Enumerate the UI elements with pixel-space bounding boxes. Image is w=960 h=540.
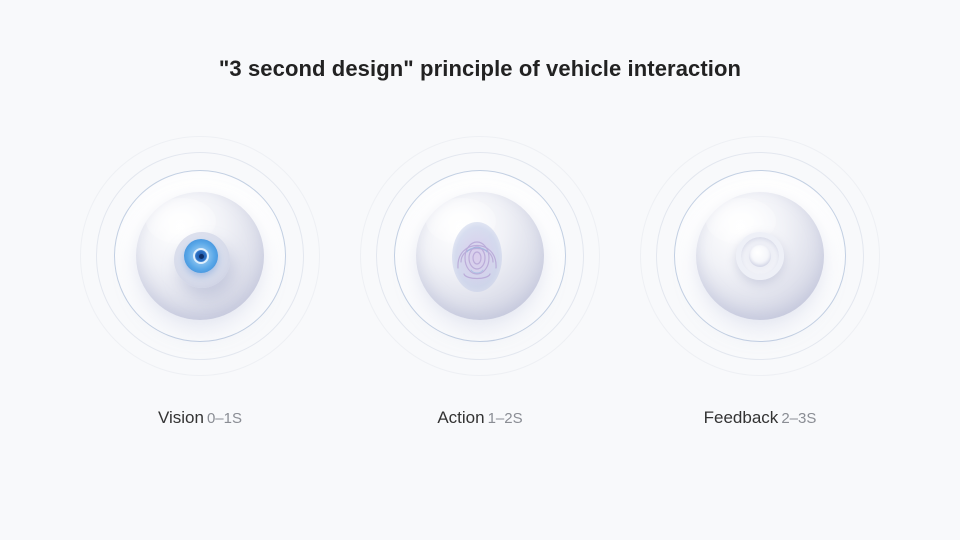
outer-ring bbox=[80, 136, 320, 376]
outer-ring bbox=[360, 136, 600, 376]
stage-time: 1–2S bbox=[487, 410, 523, 427]
stage-time: 2–3S bbox=[781, 410, 817, 427]
fingerprint-svg bbox=[457, 241, 497, 280]
fingerprint-icon bbox=[452, 222, 502, 292]
stage-time: 0–1S bbox=[206, 410, 243, 427]
stage-name: Vision bbox=[157, 408, 204, 427]
stage-name: Feedback bbox=[703, 408, 779, 427]
action-disc bbox=[416, 192, 544, 320]
middle-ring bbox=[376, 152, 584, 360]
middle-ring bbox=[656, 152, 864, 360]
outer-ring bbox=[640, 136, 880, 376]
feedback-disc bbox=[696, 192, 824, 320]
feedback-stage bbox=[640, 136, 880, 376]
middle-ring bbox=[96, 152, 304, 360]
stage-name: Action bbox=[437, 408, 485, 427]
feedback-core bbox=[749, 245, 771, 267]
vision-disc bbox=[136, 192, 264, 320]
action-stage bbox=[360, 136, 600, 376]
eye-pupil bbox=[199, 254, 204, 259]
page-title: "3 second design" principle of vehicle i… bbox=[218, 56, 742, 81]
vision-stage bbox=[80, 136, 320, 376]
